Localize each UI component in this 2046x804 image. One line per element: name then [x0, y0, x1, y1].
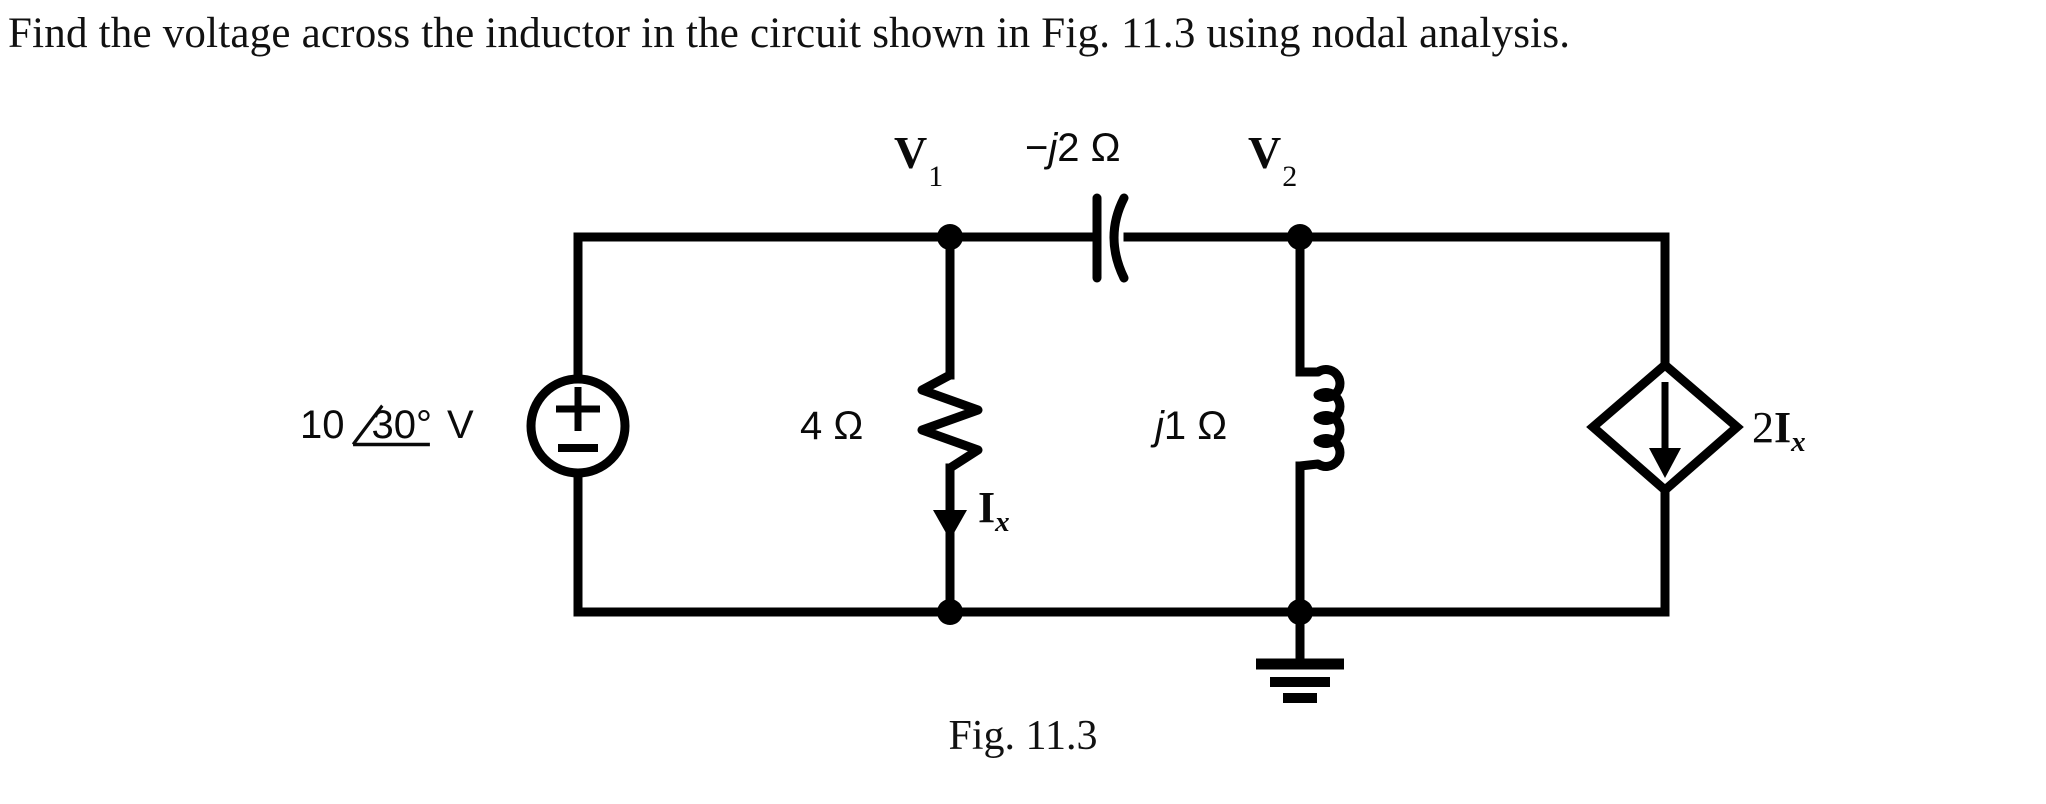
node-label-v2-text: V	[1248, 127, 1282, 178]
node-dot-v1	[937, 224, 963, 250]
node-label-v1-subscript: 1	[928, 160, 944, 194]
inductor-j: j	[1155, 404, 1164, 448]
capacitor-number: 2 Ω	[1057, 126, 1121, 170]
phasor-angle-icon: 30°	[350, 403, 435, 448]
inductor-symbol	[1295, 365, 1345, 471]
source-magnitude: 10	[300, 403, 345, 447]
branch-current-arrow	[933, 510, 967, 540]
ground-icon	[1256, 658, 1344, 703]
inductor-number: 1 Ω	[1163, 404, 1228, 448]
capacitor-sign: −	[1025, 126, 1049, 170]
dependent-source-label: 2Ix	[1752, 402, 1806, 458]
resistor-symbol	[917, 370, 983, 473]
node-label-v2: V2	[1248, 126, 1297, 193]
resistor-label: 4 Ω	[800, 404, 863, 449]
source-unit: V	[447, 403, 474, 447]
resistor-value: 4 Ω	[800, 404, 864, 448]
source-angle: 30°	[371, 403, 433, 447]
branch-current-symbol: I	[978, 483, 996, 532]
dependent-source-arrow-head	[1649, 448, 1681, 478]
capacitor-plate-curved	[1109, 193, 1129, 283]
branch-current-subscript: x	[995, 506, 1010, 538]
circuit-schematic	[526, 193, 1744, 703]
arrow-head-ix	[933, 510, 967, 540]
node-dot-v2	[1287, 224, 1313, 250]
inductor-coil	[1295, 365, 1345, 471]
voltage-source-label: 10 30° V	[300, 403, 474, 448]
branch-current-label: Ix	[978, 482, 1010, 538]
node-dot-bottom-left	[937, 599, 963, 625]
circuit-figure: V1 V2 10 30° V 4 Ω −j2 Ω j1 Ω	[0, 70, 2046, 710]
dependent-source-subscript: x	[1791, 426, 1806, 458]
inductor-label: j1 Ω	[1155, 404, 1227, 449]
capacitor-j: j	[1048, 126, 1058, 170]
voltage-source-symbol	[526, 374, 630, 478]
dependent-source-coefficient: 2	[1752, 403, 1774, 452]
dependent-current-source-symbol	[1586, 359, 1744, 496]
figure-caption: Fig. 11.3	[948, 713, 1098, 759]
dependent-source-symbol: I	[1774, 403, 1792, 452]
capacitor-label: −j2 Ω	[1025, 126, 1121, 171]
node-label-v1: V1	[894, 126, 943, 193]
capacitor-symbol	[1092, 193, 1129, 283]
node-label-v2-subscript: 2	[1282, 160, 1298, 194]
node-dot-ground	[1287, 599, 1313, 625]
node-label-v1-text: V	[894, 127, 928, 178]
page-title: Find the voltage across the inductor in …	[8, 10, 1571, 57]
